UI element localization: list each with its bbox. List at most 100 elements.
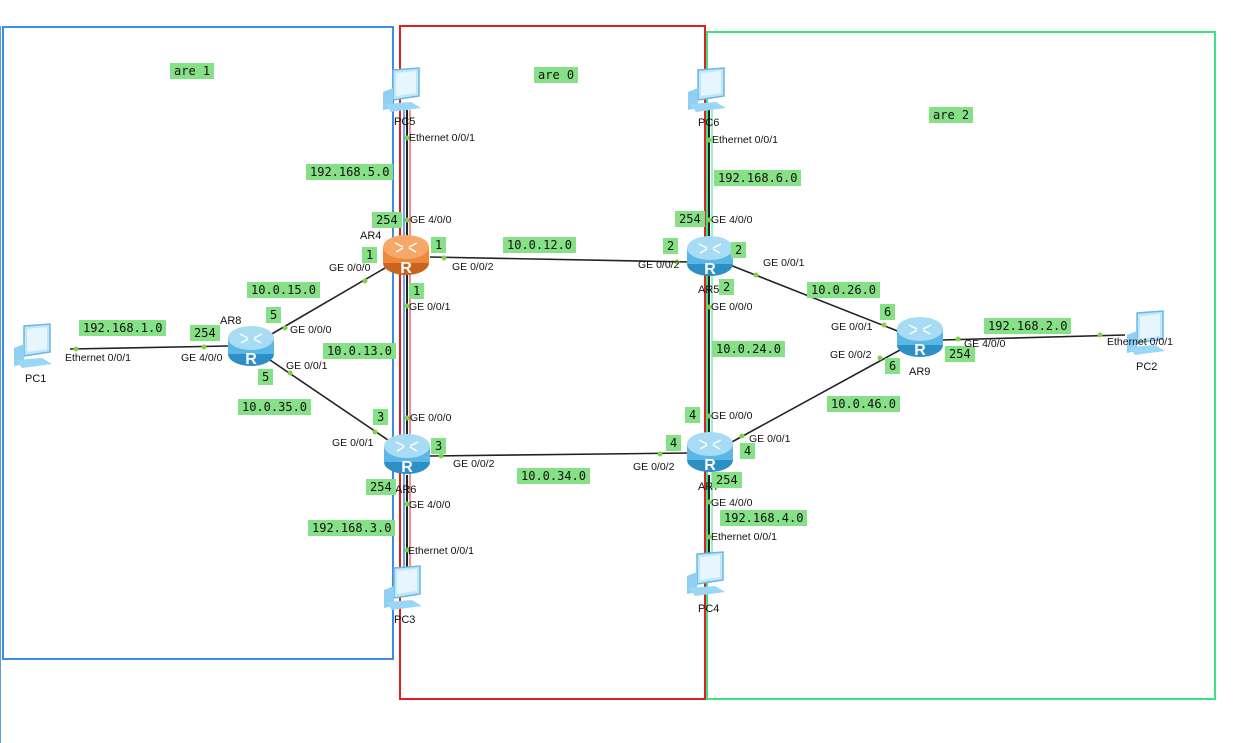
- canvas-edge: [0, 26, 1, 743]
- network-label: 192.168.6.0: [714, 170, 802, 186]
- port-label: GE 0/0/2: [453, 458, 495, 470]
- port-label: Ethernet 0/0/1: [1107, 336, 1173, 348]
- port-label: GE 0/0/2: [830, 349, 872, 361]
- host-id-label: 4: [740, 443, 756, 459]
- port-label: Ethernet 0/0/1: [712, 134, 778, 146]
- port-label: GE 0/0/1: [763, 257, 805, 269]
- pc-pc2[interactable]: [1125, 309, 1171, 355]
- device-name: AR8: [220, 315, 242, 327]
- host-id-label: 4: [685, 407, 701, 423]
- router-ar8[interactable]: R: [226, 324, 276, 368]
- device-name: PC2: [1136, 361, 1158, 373]
- port-label: GE 4/0/0: [409, 499, 451, 511]
- pc-pc3[interactable]: [382, 564, 428, 610]
- host-id-label: 1: [431, 237, 447, 253]
- port-label: GE 0/0/1: [409, 301, 451, 313]
- network-label: 10.0.46.0: [827, 396, 901, 412]
- port-label: Ethernet 0/0/1: [409, 132, 475, 144]
- network-label: 192.168.5.0: [306, 164, 394, 180]
- host-id-label: 254: [945, 346, 975, 362]
- router-ar9[interactable]: R: [895, 315, 945, 359]
- host-id-label: 2: [663, 238, 679, 254]
- area-label: are 1: [170, 63, 215, 79]
- host-id-label: 254: [675, 211, 705, 227]
- svg-text:R: R: [914, 342, 926, 359]
- router-ar4[interactable]: R: [381, 233, 431, 277]
- pc-pc6[interactable]: [686, 66, 732, 112]
- link-ar9-pc2: [941, 334, 1126, 341]
- host-id-label: 4: [666, 435, 682, 451]
- host-id-label: 1: [362, 247, 378, 263]
- device-name: PC5: [394, 116, 416, 128]
- router-ar5[interactable]: R: [685, 234, 735, 278]
- device-name: PC1: [25, 373, 47, 385]
- port-label: Ethernet 0/0/1: [711, 531, 777, 543]
- device-name: AR6: [395, 484, 417, 496]
- network-label: 10.0.35.0: [238, 399, 312, 415]
- port-label: GE 0/0/2: [633, 461, 675, 473]
- link-ar7-ar9: [729, 349, 901, 444]
- host-id-label: 5: [266, 307, 282, 323]
- link-ar4-ar5: [429, 256, 691, 263]
- host-id-label: 2: [719, 279, 735, 295]
- host-id-label: 6: [885, 358, 901, 374]
- network-label: 192.168.2.0: [984, 318, 1072, 334]
- network-label: 10.0.12.0: [503, 237, 577, 253]
- host-id-label: 5: [258, 369, 274, 385]
- host-id-label: 2: [731, 242, 747, 258]
- port-label: Ethernet 0/0/1: [65, 352, 131, 364]
- port-label: GE 0/0/1: [831, 321, 873, 333]
- port-label: GE 0/0/0: [290, 324, 332, 336]
- svg-text:R: R: [704, 261, 716, 278]
- pc-pc4[interactable]: [685, 550, 731, 596]
- svg-text:R: R: [245, 351, 257, 368]
- port-label: GE 0/0/0: [711, 410, 753, 422]
- network-label: 10.0.34.0: [517, 468, 591, 484]
- device-name: AR5: [698, 284, 720, 296]
- network-label: 192.168.3.0: [308, 520, 396, 536]
- area-label: are 0: [534, 67, 579, 83]
- svg-text:R: R: [401, 459, 413, 476]
- port-label: GE 0/0/0: [711, 301, 753, 313]
- router-ar6[interactable]: R: [382, 432, 432, 476]
- link-ar5-ar9: [729, 264, 901, 333]
- port-label: GE 0/0/0: [410, 412, 452, 424]
- device-name: PC6: [698, 117, 720, 129]
- link-ar6-ar7: [429, 452, 691, 457]
- host-id-label: 3: [431, 438, 447, 454]
- port-label: GE 0/0/2: [638, 259, 680, 271]
- device-name: AR9: [909, 366, 931, 378]
- network-label: 10.0.13.0: [323, 343, 397, 359]
- host-id-label: 254: [712, 472, 742, 488]
- port-label: GE 0/0/1: [332, 437, 374, 449]
- svg-text:R: R: [400, 260, 412, 277]
- network-label: 10.0.26.0: [807, 282, 881, 298]
- network-label: 10.0.15.0: [247, 282, 321, 298]
- device-name: PC3: [394, 614, 416, 626]
- area-label: are 2: [929, 107, 974, 123]
- port-label: GE 4/0/0: [711, 497, 753, 509]
- host-id-label: 1: [409, 283, 425, 299]
- port-label: GE 0/0/2: [452, 261, 494, 273]
- pc-pc5[interactable]: [381, 66, 427, 112]
- port-label: GE 0/0/1: [749, 433, 791, 445]
- port-label: GE 4/0/0: [964, 338, 1006, 350]
- host-id-label: 6: [880, 304, 896, 320]
- network-label: 10.0.24.0: [712, 341, 786, 357]
- port-label: GE 4/0/0: [711, 214, 753, 226]
- area-2-box: [706, 31, 1216, 700]
- host-id-label: 254: [372, 212, 402, 228]
- device-name: AR4: [360, 230, 382, 242]
- port-label: GE 0/0/1: [286, 360, 328, 372]
- device-name: PC4: [698, 603, 720, 615]
- router-ar7[interactable]: R: [685, 430, 735, 474]
- port-label: GE 4/0/0: [410, 214, 452, 226]
- pc-pc1[interactable]: [12, 322, 58, 368]
- network-label: 192.168.1.0: [79, 320, 167, 336]
- port-label: GE 0/0/0: [329, 262, 371, 274]
- host-id-label: 254: [190, 325, 220, 341]
- port-label: Ethernet 0/0/1: [408, 545, 474, 557]
- host-id-label: 254: [366, 479, 396, 495]
- host-id-label: 3: [373, 409, 389, 425]
